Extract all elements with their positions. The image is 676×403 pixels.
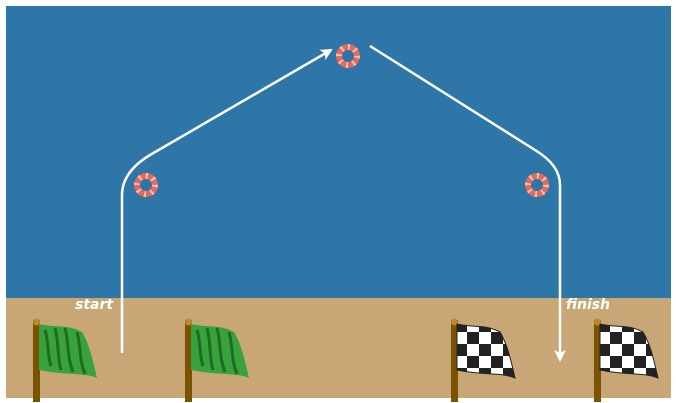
green-flag-icon [33,318,97,402]
finish-label: finish [566,297,610,313]
checkered-flag-icon [451,318,516,402]
buoy-icon [134,173,158,197]
checkered-flag-icon [594,318,659,402]
buoy-icon [525,173,549,197]
route-to-finish [369,44,566,362]
sand-area [6,298,671,398]
start-label: start [75,297,114,313]
route-to-top-buoy [120,48,333,353]
buoy-icon [336,44,360,68]
green-flag-icon [185,318,249,402]
